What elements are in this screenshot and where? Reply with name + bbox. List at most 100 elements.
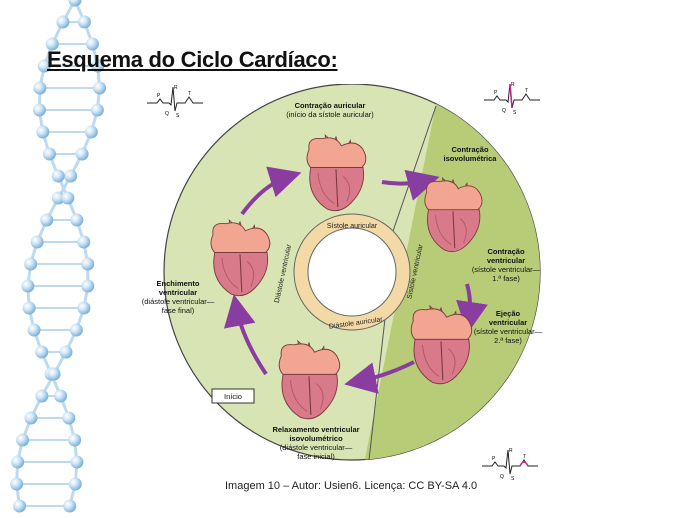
svg-text:(diástole ventricular—: (diástole ventricular— bbox=[280, 443, 353, 452]
svg-text:Relaxamento ventricular: Relaxamento ventricular bbox=[272, 425, 359, 434]
dna-nucleotide bbox=[77, 301, 91, 315]
svg-text:(sístole ventricular—: (sístole ventricular— bbox=[472, 265, 541, 274]
svg-text:Q: Q bbox=[500, 474, 504, 480]
dna-nucleotide bbox=[75, 147, 89, 161]
dna-nucleotide bbox=[45, 37, 59, 51]
svg-text:S: S bbox=[176, 113, 180, 119]
arrow-atrial-to-isovolumetric bbox=[381, 169, 440, 201]
svg-text:Contração auricular: Contração auricular bbox=[295, 101, 366, 110]
dna-nucleotide bbox=[36, 125, 50, 139]
arrow-contraction-to-ejection bbox=[456, 283, 488, 334]
svg-text:S: S bbox=[513, 110, 517, 116]
dna-nucleotide bbox=[81, 279, 95, 293]
dna-backbone bbox=[15, 0, 90, 507]
label-ventricular-filling: Enchimento ventricular (diástole ventric… bbox=[142, 279, 215, 315]
svg-text:R: R bbox=[511, 82, 515, 88]
svg-text:Q: Q bbox=[165, 111, 169, 117]
dna-nucleotide bbox=[16, 433, 30, 447]
dna-nucleotide bbox=[84, 125, 98, 139]
svg-text:fase inicial): fase inicial) bbox=[297, 452, 335, 461]
arrow-filling-to-atrial bbox=[240, 166, 302, 216]
dna-nucleotide bbox=[24, 411, 38, 425]
cardiac-cycle-figure: Sístole auricular Diástole auricular Diá… bbox=[124, 83, 560, 480]
svg-text:fase final): fase final) bbox=[162, 306, 195, 315]
ecg-trace-top-left: P R Q S T bbox=[147, 85, 203, 119]
svg-text:(início da sístole auricular): (início da sístole auricular) bbox=[286, 110, 374, 119]
svg-text:isovolumétrica: isovolumétrica bbox=[444, 154, 498, 163]
label-atrial-contraction: Contração auricular (início da sístole a… bbox=[286, 101, 374, 119]
svg-text:T: T bbox=[525, 88, 528, 94]
dna-nucleotide bbox=[77, 235, 91, 249]
dna-nucleotide bbox=[35, 345, 49, 359]
ecg-trace-bottom-right: P R Q S T bbox=[482, 448, 538, 482]
svg-text:1.ª fase): 1.ª fase) bbox=[492, 274, 520, 283]
svg-text:Enchimento: Enchimento bbox=[157, 279, 200, 288]
svg-text:Contração: Contração bbox=[487, 247, 525, 256]
svg-text:P: P bbox=[157, 93, 161, 99]
dna-nucleotide bbox=[37, 59, 51, 73]
dna-nucleotide bbox=[90, 103, 104, 117]
ring-label-atrial-systole: Sístole auricular bbox=[327, 223, 378, 230]
dna-nucleotide bbox=[85, 37, 99, 51]
svg-text:isovolumétrico: isovolumétrico bbox=[289, 434, 343, 443]
dna-nucleotide bbox=[81, 257, 95, 271]
svg-text:P: P bbox=[494, 90, 498, 96]
dna-nucleotide bbox=[91, 59, 105, 73]
svg-text:ventricular: ventricular bbox=[489, 318, 527, 327]
start-label: Início bbox=[224, 392, 242, 401]
svg-text:Contração: Contração bbox=[451, 145, 489, 154]
svg-text:ventricular: ventricular bbox=[159, 288, 197, 297]
dna-nucleotide bbox=[42, 147, 56, 161]
label-ventricular-contraction: Contração ventricular (sístole ventricul… bbox=[472, 247, 541, 283]
dna-nucleotide bbox=[33, 81, 47, 95]
svg-text:(sístole ventricular—: (sístole ventricular— bbox=[474, 327, 543, 336]
dna-nucleotide bbox=[61, 191, 75, 205]
svg-text:T: T bbox=[188, 91, 191, 97]
dna-nucleotide bbox=[64, 169, 78, 183]
dna-nucleotide bbox=[69, 323, 83, 337]
label-ejection: Ejeção ventricular (sístole ventricular—… bbox=[474, 309, 543, 345]
dna-nucleotide bbox=[47, 367, 61, 381]
dna-nucleotide bbox=[30, 235, 44, 249]
dna-nucleotide bbox=[24, 257, 38, 271]
dna-nucleotide bbox=[35, 389, 49, 403]
dna-nucleotide bbox=[68, 433, 82, 447]
dna-backbone bbox=[26, 0, 102, 507]
svg-text:ventricular: ventricular bbox=[487, 256, 525, 265]
dna-nucleotide bbox=[51, 169, 65, 183]
slide-title: Esquema do Ciclo Cardíaco: bbox=[47, 47, 338, 72]
arrow-ejection-to-relaxation bbox=[344, 360, 415, 394]
dna-nucleotide bbox=[56, 15, 70, 29]
dna-nucleotide bbox=[62, 411, 76, 425]
dna-nucleotide bbox=[10, 477, 24, 491]
dna-helix-decoration bbox=[10, 0, 107, 513]
label-isovolumetric-relaxation: Relaxamento ventricular isovolumétrico (… bbox=[272, 425, 359, 461]
inner-hole bbox=[307, 227, 397, 317]
dna-nucleotide bbox=[59, 345, 73, 359]
image-caption: Imagem 10 – Autor: Usien6. Licença: CC B… bbox=[225, 480, 478, 492]
svg-text:(diástole ventricular—: (diástole ventricular— bbox=[142, 297, 215, 306]
dna-nucleotide bbox=[93, 81, 107, 95]
dna-nucleotide bbox=[40, 213, 54, 227]
dna-nucleotide bbox=[54, 389, 68, 403]
dna-nucleotide bbox=[21, 279, 35, 293]
dna-nucleotide bbox=[13, 499, 27, 513]
dna-nucleotide bbox=[22, 301, 36, 315]
svg-text:Ejeção: Ejeção bbox=[496, 309, 521, 318]
dna-nucleotide bbox=[63, 499, 77, 513]
arrow-relaxation-to-filling bbox=[223, 294, 268, 376]
svg-text:2.ª fase): 2.ª fase) bbox=[494, 336, 522, 345]
svg-text:Q: Q bbox=[502, 108, 506, 114]
dna-nucleotide bbox=[51, 191, 65, 205]
dna-nucleotide bbox=[77, 15, 91, 29]
dna-nucleotide bbox=[32, 103, 46, 117]
start-box bbox=[211, 388, 255, 404]
svg-text:P: P bbox=[492, 456, 496, 462]
dna-nucleotide bbox=[68, 0, 82, 7]
svg-text:S: S bbox=[511, 476, 515, 482]
dna-nucleotide bbox=[70, 213, 84, 227]
cardiac-cycle-diagram: Sístole auricular Diástole auricular Diá… bbox=[142, 83, 543, 461]
dna-nucleotide bbox=[11, 455, 25, 469]
dna-nucleotide bbox=[70, 455, 84, 469]
dna-nucleotide bbox=[68, 477, 82, 491]
